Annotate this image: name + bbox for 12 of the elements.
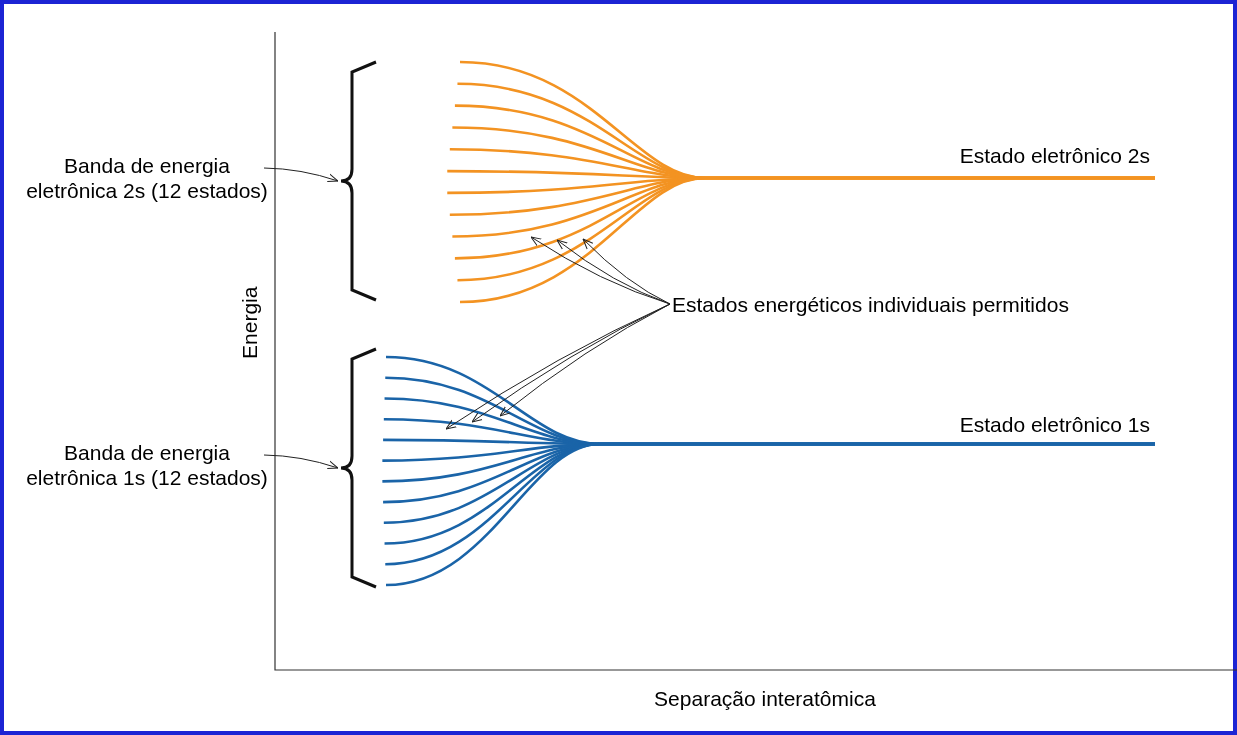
axis-title: Separação interatômica (653, 686, 877, 712)
leader-line (556, 239, 671, 305)
leader-line (582, 238, 671, 305)
band-label: Banda de energia eletrônica 1s (12 estados) (25, 440, 269, 490)
band-label: Banda de energia eletrônica 2s (12 estados) (25, 153, 269, 203)
arrow (263, 167, 339, 183)
arrow (263, 454, 339, 470)
callout-text: Estados energéticos individuais permitidos (672, 291, 1069, 317)
axis-title: Energia (237, 285, 263, 361)
state-label: Estado eletrônico 1s (958, 412, 1150, 438)
state-label: Estado eletrônico 2s (958, 143, 1150, 169)
leader-line (499, 303, 671, 417)
